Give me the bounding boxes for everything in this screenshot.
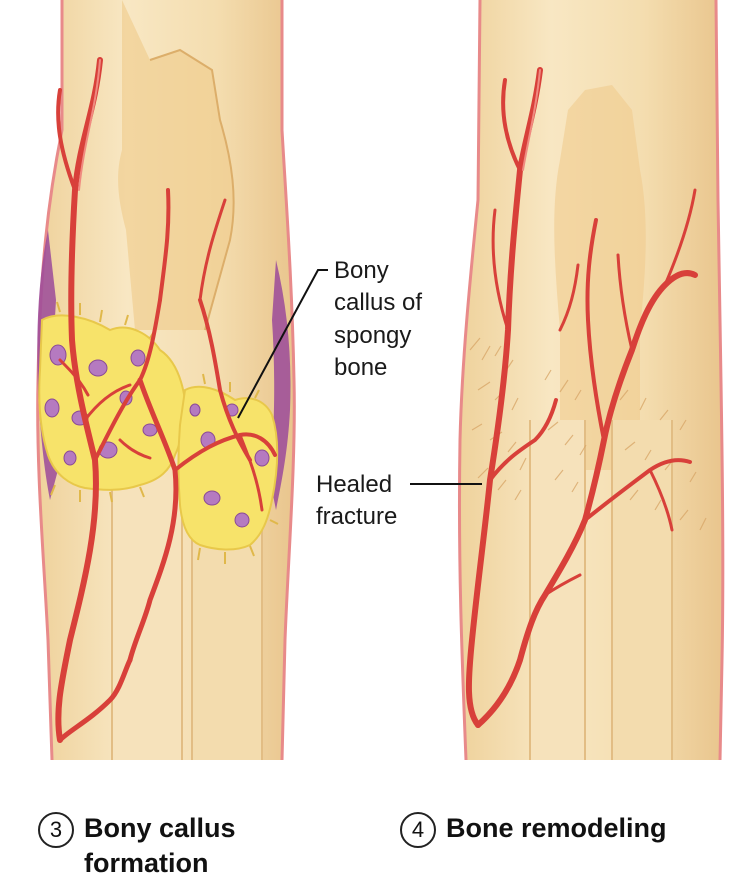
remodeled-cortex-left	[530, 420, 585, 760]
label-bony-callus-line1: Bony	[334, 256, 389, 285]
caption-panel-3-line1: Bony callus	[84, 813, 236, 844]
label-healed-line2: fracture	[316, 502, 397, 531]
label-bony-callus-line4: bone	[334, 353, 387, 382]
panel-callus-formation	[37, 0, 294, 760]
label-healed-line1: Healed	[316, 470, 392, 499]
caption-panel-4: Bone remodeling	[446, 813, 667, 844]
caption-panel-3-line2: formation	[84, 848, 209, 879]
panel-bone-remodeling	[459, 0, 722, 760]
remodeled-cortex-right	[612, 420, 672, 760]
label-bony-callus-line3: spongy	[334, 321, 411, 350]
label-bony-callus-line2: callus of	[334, 288, 422, 317]
panel-number-3: 3	[38, 812, 74, 848]
panel-number-4: 4	[400, 812, 436, 848]
